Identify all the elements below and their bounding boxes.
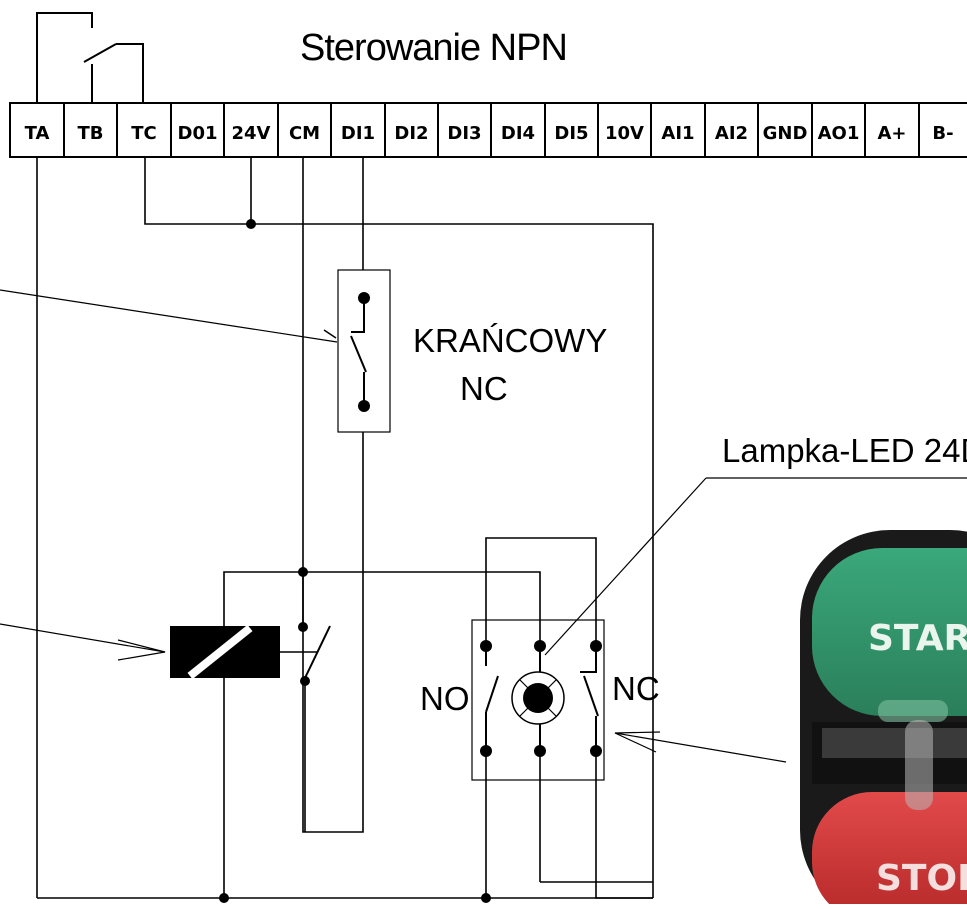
terminal-label: AO1 (818, 123, 860, 144)
terminal-label: DI4 (501, 123, 535, 144)
pushbutton-module (471, 619, 605, 781)
limit-switch (323, 269, 391, 433)
terminal-label: A+ (877, 123, 906, 144)
wires (36, 157, 654, 899)
photo-pointer (614, 731, 787, 763)
relay-coil (170, 624, 280, 680)
terminal-label: DI5 (554, 123, 588, 144)
limit-switch-pointer (0, 289, 338, 343)
relay-contact-symbol (36, 12, 144, 103)
terminal-strip: TA TB TC D01 24V CM DI1 DI2 DI3 DI4 DI5 10V AI1 AI2 GN… (9, 102, 967, 158)
no-contact-label: NO (420, 680, 470, 717)
stop-label: STOP (876, 858, 967, 899)
terminal-label: DI1 (341, 123, 375, 144)
led-pointer (544, 477, 967, 656)
terminal-label: B- (932, 123, 953, 144)
terminal-label: AI1 (661, 123, 694, 144)
terminal-label: AI2 (715, 123, 748, 144)
junction-dots (219, 219, 491, 903)
terminal-label: TB (78, 123, 104, 144)
diagram-title: Sterowanie NPN (300, 27, 567, 69)
terminal-label: 10V (605, 123, 644, 144)
terminal-label: TA (25, 123, 50, 144)
relay-contact (298, 622, 331, 686)
start-label: START (868, 618, 967, 659)
led-label: Lampka-LED 24DC (722, 432, 967, 469)
terminal-label: CM (289, 123, 320, 144)
terminal-label: TC (131, 123, 157, 144)
terminal-label: GND (763, 123, 808, 144)
coil-pointer (0, 623, 166, 661)
terminal-label: D01 (178, 123, 218, 144)
button-photo: START STOP (800, 530, 967, 904)
terminal-label: DI3 (447, 123, 481, 144)
limit-switch-label: KRAŃCOWY (413, 322, 607, 359)
limit-switch-type: NC (460, 370, 508, 407)
terminal-label: 24V (232, 123, 271, 144)
nc-contact-label: NC (612, 670, 660, 707)
terminal-label: DI2 (394, 123, 428, 144)
